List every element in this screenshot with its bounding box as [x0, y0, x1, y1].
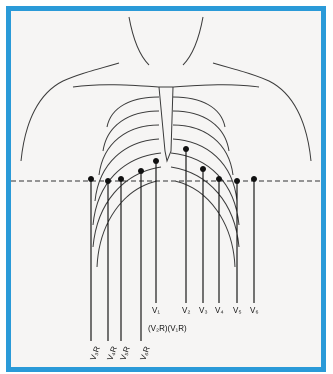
lead-label-v4r: V₄R	[105, 345, 118, 362]
neck-outline	[129, 17, 203, 65]
left-ribs	[93, 97, 161, 267]
lead-label-v5r: V₅R	[118, 345, 131, 362]
right-sided-lead-note: (V₂R)(V₁R)	[148, 324, 187, 333]
lead-label-v1: V₁	[152, 306, 160, 315]
lead-label-v6: V₆	[250, 306, 259, 315]
chest-lead-diagram: V₁ V₂ V₃ V₄ V₅ V₆ (V₂R)(V₁R) V₃R V₄R V₅R…	[11, 11, 321, 367]
lead-label-v5: V₅	[233, 306, 242, 315]
lead-label-v2: V₂	[182, 306, 190, 315]
lead-label-v6r: V₆R	[138, 345, 151, 362]
lead-label-v3: V₃	[199, 306, 208, 315]
left-lead-lines	[91, 171, 141, 341]
left-clavicle	[73, 85, 159, 87]
diagram-frame: V₁ V₂ V₃ V₄ V₅ V₆ (V₂R)(V₁R) V₃R V₄R V₅R…	[6, 6, 326, 372]
lead-label-v3r: V₃R	[88, 345, 101, 362]
right-clavicle	[173, 85, 259, 87]
right-lead-lines	[156, 149, 254, 303]
sternum	[159, 87, 173, 161]
right-ribs	[171, 97, 239, 267]
lead-label-v4: V₄	[215, 306, 224, 315]
